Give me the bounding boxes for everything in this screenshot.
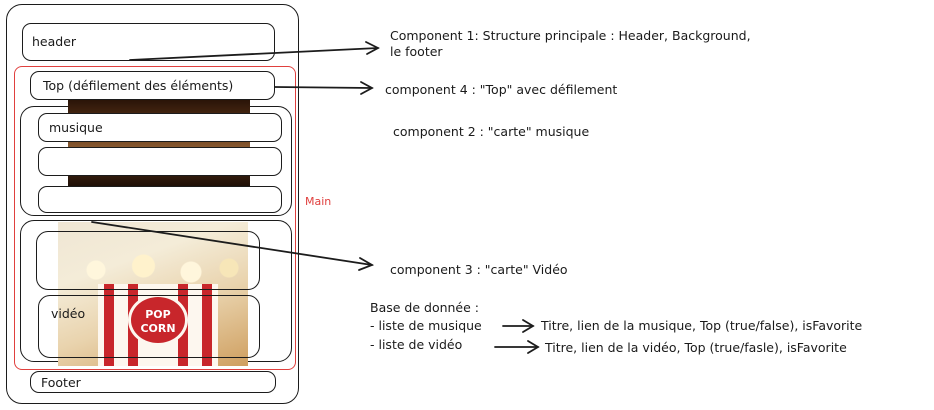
database-fields-video: Titre, lien de la vidéo, Top (true/fasle… xyxy=(545,340,847,355)
top-label: Top (défilement des éléments) xyxy=(43,78,234,93)
music-card-1[interactable]: musique xyxy=(38,113,282,142)
arrow-component-3 xyxy=(91,221,373,266)
main-frame xyxy=(14,66,296,370)
component-2-annotation: component 2 : "carte" musique xyxy=(393,124,590,139)
component-1-annotation: Component 1: Structure principale : Head… xyxy=(390,28,751,60)
database-title: Base de donnée : xyxy=(370,300,480,315)
footer-box: Footer xyxy=(30,371,276,393)
header-label: header xyxy=(32,34,77,49)
popcorn-image: POP CORN xyxy=(58,222,248,366)
top-scroll-box: Top (défilement des éléments) xyxy=(30,71,275,100)
popcorn-kernels xyxy=(58,250,248,290)
footer-label: Footer xyxy=(41,375,81,390)
arrow-component-1 xyxy=(129,47,379,61)
popcorn-text-pop: POP xyxy=(145,308,171,321)
music-card-3[interactable] xyxy=(38,186,282,213)
header-box: header xyxy=(22,23,275,61)
component-3-annotation: component 3 : "carte" Vidéo xyxy=(390,262,568,277)
database-item-video: - liste de vidéo xyxy=(370,337,463,352)
music-label: musique xyxy=(49,120,103,135)
database-item-music: - liste de musique xyxy=(370,318,482,333)
video-card-2[interactable]: vidéo xyxy=(38,295,260,358)
popcorn-bucket: POP CORN xyxy=(98,284,218,366)
component-1-line-2: le footer xyxy=(390,44,443,59)
component-1-line-1: Component 1: Structure principale : Head… xyxy=(390,28,751,43)
popcorn-text-corn: CORN xyxy=(140,322,176,335)
component-4-annotation: component 4 : "Top" avec défilement xyxy=(385,82,618,97)
arrow-component-4 xyxy=(274,86,373,89)
main-label: Main xyxy=(305,195,332,208)
music-card-2[interactable] xyxy=(38,147,282,176)
video-label: vidéo xyxy=(51,306,86,321)
database-fields-music: Titre, lien de la musique, Top (true/fal… xyxy=(541,318,863,333)
popcorn-badge: POP CORN xyxy=(128,294,188,346)
